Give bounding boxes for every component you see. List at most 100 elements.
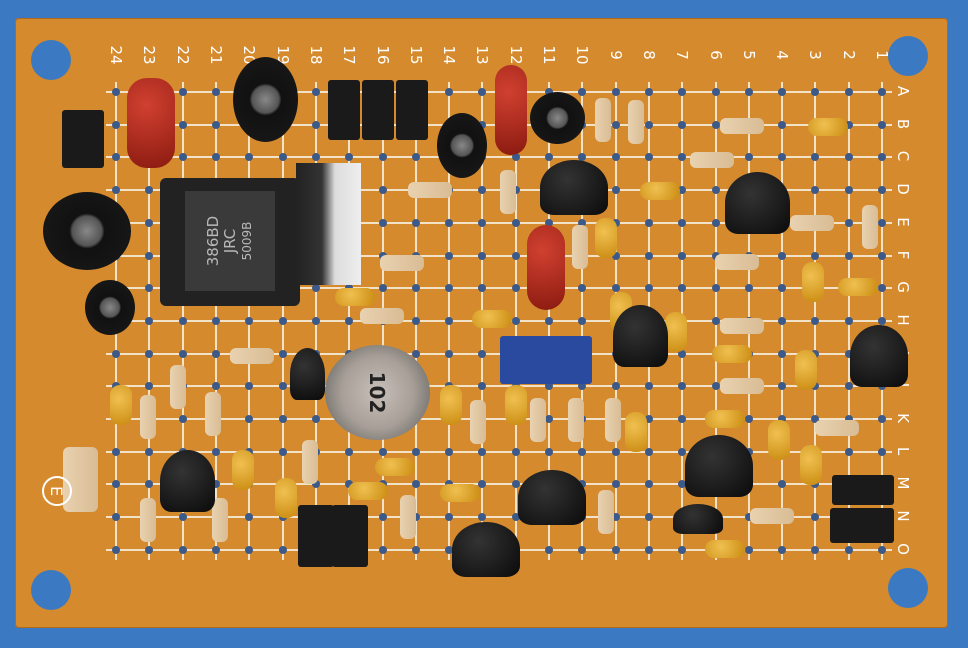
hole xyxy=(212,480,220,489)
hole xyxy=(278,349,287,358)
hole xyxy=(411,349,420,358)
hole xyxy=(644,218,653,227)
resistor xyxy=(530,398,546,442)
transistor xyxy=(540,160,608,215)
hole xyxy=(878,186,886,195)
heatsink xyxy=(296,163,361,285)
hole xyxy=(478,382,487,391)
hole xyxy=(545,415,553,423)
hole xyxy=(744,88,753,96)
electrolytic-capacitor xyxy=(43,192,131,270)
hole xyxy=(145,447,154,456)
grid-line xyxy=(106,156,892,159)
ceramic-capacitor xyxy=(275,478,297,518)
hole xyxy=(245,382,254,391)
mounting-hole xyxy=(888,568,928,608)
hole xyxy=(345,316,354,325)
hole xyxy=(545,153,553,162)
hole xyxy=(878,316,886,325)
row-letter: E xyxy=(894,217,912,227)
grid-line xyxy=(106,418,892,420)
jumper-header xyxy=(362,80,394,140)
hole xyxy=(644,153,653,162)
hole xyxy=(145,382,154,391)
hole xyxy=(311,153,320,162)
hole xyxy=(844,218,853,227)
hole xyxy=(378,153,387,162)
transistor xyxy=(160,450,215,512)
hole xyxy=(511,218,520,227)
column-number: 10 xyxy=(573,45,592,65)
hole xyxy=(644,251,653,260)
column-number: 17 xyxy=(340,45,359,65)
jumper-header xyxy=(396,80,428,140)
hole xyxy=(644,513,653,522)
hole xyxy=(878,218,886,227)
connector-block xyxy=(63,447,98,512)
hole xyxy=(212,316,220,325)
hole xyxy=(844,88,853,96)
hole xyxy=(345,153,354,162)
resistor xyxy=(500,170,516,214)
hole xyxy=(145,545,154,554)
hole xyxy=(711,186,720,195)
jumper-header xyxy=(332,505,368,567)
hole xyxy=(778,545,787,554)
hole xyxy=(478,480,487,489)
hole xyxy=(445,316,454,325)
hole xyxy=(644,88,653,96)
grid-line xyxy=(106,483,892,486)
column-number: 2 xyxy=(839,50,858,60)
hole xyxy=(844,153,853,162)
hole xyxy=(644,284,653,293)
hole xyxy=(445,251,454,260)
grid-line xyxy=(106,516,892,519)
transistor xyxy=(725,172,790,234)
hole xyxy=(811,251,820,260)
column-number: 22 xyxy=(173,45,192,65)
grid-line xyxy=(106,385,892,388)
hole xyxy=(112,480,121,489)
column-number: 5 xyxy=(739,50,758,60)
column-number: 24 xyxy=(107,45,126,65)
resistor xyxy=(715,254,759,270)
hole xyxy=(378,545,387,554)
hole xyxy=(878,284,886,293)
hole xyxy=(711,218,720,227)
hole xyxy=(145,316,154,325)
hole xyxy=(678,251,687,260)
mounting-hole xyxy=(888,36,928,76)
hole xyxy=(478,218,487,227)
row-letter: C xyxy=(894,151,912,162)
hole xyxy=(711,382,720,391)
hole xyxy=(511,316,520,325)
jumper-header xyxy=(830,508,894,543)
resistor xyxy=(140,498,156,542)
ceramic-capacitor xyxy=(795,350,817,390)
hole xyxy=(578,316,587,325)
hole xyxy=(844,251,853,260)
hole xyxy=(511,153,520,162)
ceramic-capacitor xyxy=(348,482,388,500)
ceramic-capacitor xyxy=(705,410,745,428)
resistor xyxy=(720,318,764,334)
inductor: 102 xyxy=(325,345,430,440)
hole xyxy=(112,447,121,456)
hole xyxy=(112,120,121,129)
hole xyxy=(811,545,820,554)
grid-line xyxy=(106,221,892,224)
hole xyxy=(311,120,320,129)
hole xyxy=(844,120,853,129)
hole xyxy=(578,88,587,96)
hole xyxy=(212,153,220,162)
hole xyxy=(378,513,387,522)
hole xyxy=(778,153,787,162)
hole xyxy=(578,284,587,293)
hole xyxy=(278,415,287,423)
chip-line-3: 5009B xyxy=(239,221,254,261)
ceramic-capacitor xyxy=(232,450,254,490)
hole xyxy=(811,153,820,162)
hole xyxy=(511,480,520,489)
hole xyxy=(844,447,853,456)
hole xyxy=(478,349,487,358)
